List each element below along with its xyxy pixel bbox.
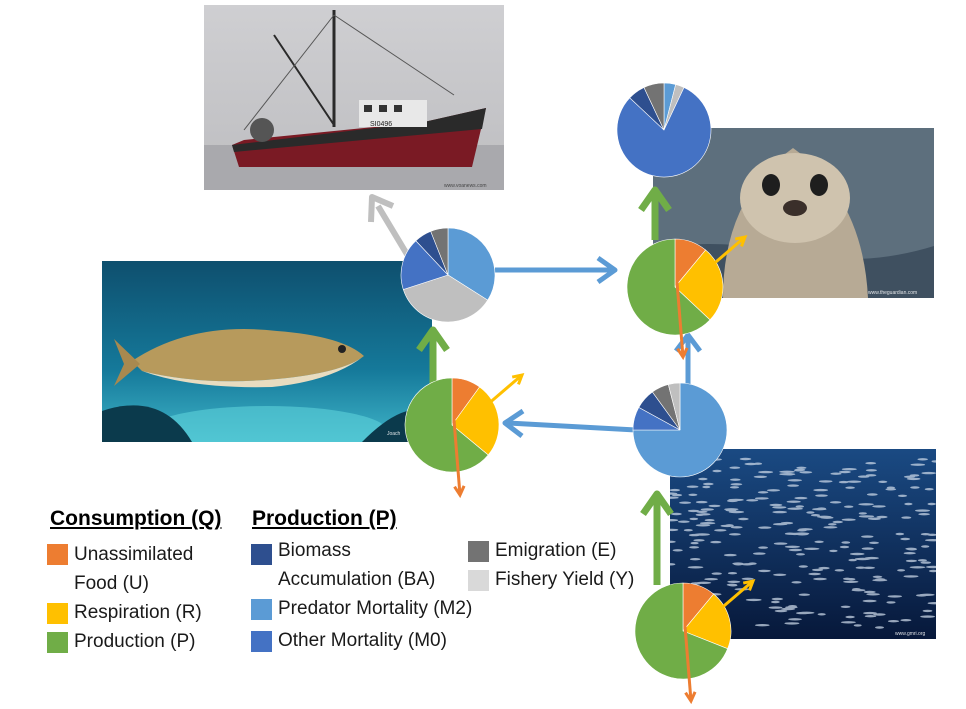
legend-label-emigration: Emigration (E) — [495, 540, 617, 561]
cod-production-pie — [400, 227, 496, 323]
herring-production-pie — [632, 382, 728, 478]
legend-swatch-emigration — [468, 541, 489, 562]
herring-credit: www.gmri.org — [895, 631, 926, 637]
seal-production-slice-other-mortality-m0 — [616, 87, 712, 178]
seal-consumption-pie — [626, 238, 724, 336]
cod-consumption-pie — [404, 377, 500, 473]
boat-credit: www.voanews.com — [444, 183, 487, 189]
herring-respiration-outflow-arrow — [717, 578, 756, 613]
herring-to-seal-flow-arrow — [674, 332, 702, 385]
seal-credit: www.theguardian.com — [868, 290, 918, 296]
seal-production-slice-emigration-e — [643, 82, 665, 131]
legend-label-respiration: Respiration (R) — [74, 602, 202, 623]
legend-label-biomass-accumulation: Biomass Accumulation (BA) — [278, 540, 436, 590]
legend-swatch-predator-mortality — [251, 599, 272, 620]
hull-number: SI0496 — [370, 121, 392, 128]
legend-label-production: Production (P) — [74, 631, 196, 652]
herring-consumption-slice-production-p — [634, 582, 729, 680]
herring-to-cod-flow-arrow — [502, 408, 637, 438]
seal-unassimilated-outflow-arrow — [675, 281, 689, 361]
legend-swatch-biomass-accumulation — [251, 544, 272, 565]
herring-production-slice-fishery-yield-y — [667, 382, 681, 431]
seal-consumption-slice-production-p — [626, 238, 711, 336]
legend-swatch-respiration — [47, 603, 68, 624]
cod-consumption-slice-production-p — [404, 377, 489, 473]
cod-respiration-outflow-arrow — [486, 372, 525, 407]
fishing-boat-photo: SI0496 www.voanews.com — [204, 5, 504, 190]
legend-label-unassimilated: Unassimilated Food (U) — [74, 544, 194, 594]
seal-respiration-outflow-arrow — [709, 234, 748, 269]
cod-to-seal-flow-arrow — [495, 255, 618, 285]
consumption-legend-heading: Consumption (Q) — [50, 507, 222, 530]
legend-label-other-mortality: Other Mortality (M0) — [278, 630, 447, 651]
cod-production-slice-emigration-e — [430, 227, 449, 276]
legend-swatch-unassimilated — [47, 544, 68, 565]
cod-production-slice-other-mortality-m0 — [400, 240, 449, 290]
cod-fish-photo: Joach — [102, 261, 432, 442]
legend-swatch-fishery-yield — [468, 570, 489, 591]
legend-swatch-other-mortality — [251, 631, 272, 652]
legend-swatch-production — [47, 632, 68, 653]
legend-label-fishery-yield: Fishery Yield (Y) — [495, 569, 635, 590]
herring-production-arrow — [640, 490, 674, 585]
production-legend-heading: Production (P) — [252, 507, 397, 530]
cod-production-slice-fishery-yield-y — [402, 274, 489, 323]
cod-credit: Joach — [387, 431, 401, 437]
seal-production-pie — [616, 82, 712, 178]
herring-consumption-pie — [634, 582, 732, 680]
legend-label-predator-mortality: Predator Mortality (M2) — [278, 598, 473, 619]
cod-unassimilated-outflow-arrow — [452, 419, 466, 499]
seal-production-arrow — [638, 186, 672, 240]
herring-consumption-slice-respiration-r — [682, 593, 732, 650]
herring-unassimilated-outflow-arrow — [683, 625, 697, 705]
